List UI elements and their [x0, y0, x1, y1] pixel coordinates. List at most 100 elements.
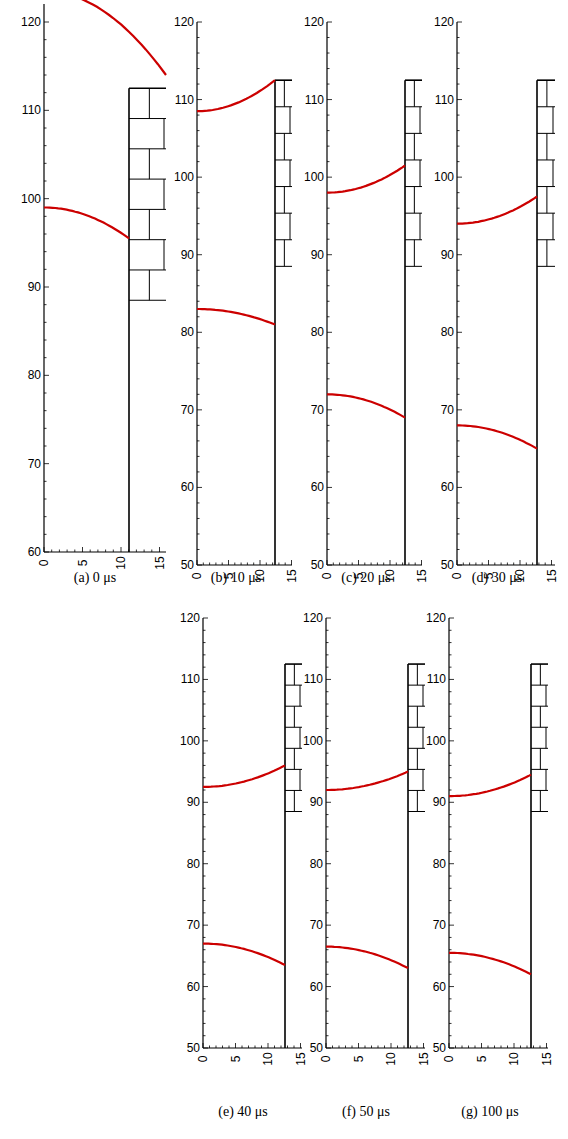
y-tick: [449, 937, 452, 938]
y-tick: [326, 888, 329, 889]
y-tick: [44, 22, 49, 23]
y-tick: [203, 728, 206, 729]
wall-top: [285, 663, 302, 665]
brick-line: [285, 790, 302, 791]
y-tick: [457, 270, 460, 271]
x-tick-label: 15: [295, 1052, 307, 1065]
interface-curve: [457, 197, 537, 224]
x-tick: [494, 1046, 495, 1049]
brick-line: [531, 769, 548, 770]
y-tick-label: 80: [441, 326, 454, 338]
x-tick: [538, 563, 539, 566]
y-tick: [326, 1023, 329, 1024]
brick-joint: [546, 133, 547, 160]
x-tick: [482, 563, 483, 566]
y-tick: [197, 37, 200, 38]
y-tick: [44, 516, 47, 517]
y-tick: [326, 704, 329, 705]
y-tick: [327, 425, 330, 426]
y-tick: [457, 177, 462, 178]
x-tick-label: 5: [77, 560, 89, 567]
y-tick: [197, 146, 200, 147]
wall: [274, 80, 276, 565]
y-tick: [203, 826, 206, 827]
wall-top: [537, 79, 555, 81]
brick-joint: [294, 706, 295, 727]
y-tick: [203, 986, 208, 987]
y-tick-label: 50: [441, 559, 454, 571]
brick-joint: [420, 160, 421, 187]
y-tick-label: 110: [175, 94, 194, 106]
y-tick: [327, 502, 330, 503]
x-tick: [266, 563, 267, 566]
x-tick: [488, 560, 489, 565]
y-tick-label: 100: [180, 735, 200, 747]
y-tick: [449, 962, 452, 963]
brick-line: [537, 159, 555, 160]
x-tick: [339, 1046, 340, 1049]
brick-joint: [420, 213, 421, 240]
y-tick: [197, 223, 200, 224]
y-tick: [44, 110, 49, 111]
y-tick-label: 70: [28, 458, 41, 470]
y-tick: [457, 301, 460, 302]
x-tick: [410, 1046, 411, 1049]
y-tick: [457, 394, 460, 395]
y-tick: [457, 53, 460, 54]
y-tick-label: 120: [426, 612, 446, 624]
x-tick: [255, 1046, 256, 1049]
y-tick-label: 60: [310, 981, 323, 993]
y-tick: [327, 409, 332, 410]
brick-joint: [290, 107, 291, 134]
x-tick: [520, 560, 521, 565]
y-tick: [457, 285, 460, 286]
x-tick: [113, 550, 114, 553]
y-tick: [449, 765, 452, 766]
y-tick: [44, 499, 47, 500]
y-tick: [197, 487, 202, 488]
x-tick-label: 0: [443, 1056, 455, 1063]
x-axis: [327, 564, 422, 565]
x-axis: [44, 551, 166, 552]
x-tick: [248, 1046, 249, 1049]
x-tick: [203, 1043, 204, 1048]
x-tick: [203, 563, 204, 566]
x-tick: [82, 547, 83, 552]
x-tick-label: 15: [154, 556, 166, 569]
x-tick: [532, 563, 533, 566]
y-tick: [327, 533, 330, 534]
brick-joint: [417, 664, 418, 685]
y-tick: [203, 777, 206, 778]
y-tick: [197, 285, 200, 286]
y-tick: [457, 130, 460, 131]
y-tick: [197, 471, 200, 472]
brick-joint: [423, 685, 424, 706]
y-tick: [44, 481, 47, 482]
x-tick: [281, 1046, 282, 1049]
brick-joint: [284, 240, 285, 267]
y-tick-label: 120: [304, 16, 324, 28]
brick-joint: [290, 213, 291, 240]
y-tick: [327, 518, 330, 519]
x-tick: [291, 560, 292, 565]
interface-curve: [44, 0, 166, 75]
x-tick: [67, 550, 68, 553]
y-tick: [326, 912, 329, 913]
y-tick: [197, 533, 200, 534]
y-tick: [449, 790, 452, 791]
x-tick: [364, 563, 365, 566]
y-tick: [197, 161, 200, 162]
x-tick: [345, 1046, 346, 1049]
y-tick-label: 120: [303, 612, 323, 624]
y-tick: [327, 53, 330, 54]
brick-line: [405, 266, 422, 267]
y-tick: [326, 753, 329, 754]
y-tick: [44, 446, 47, 447]
x-tick: [44, 547, 45, 552]
x-tick-label: 0: [38, 560, 50, 567]
y-tick: [457, 37, 460, 38]
y-tick: [449, 667, 452, 668]
brick-line: [129, 239, 166, 240]
y-tick: [44, 375, 49, 376]
y-tick: [457, 440, 460, 441]
